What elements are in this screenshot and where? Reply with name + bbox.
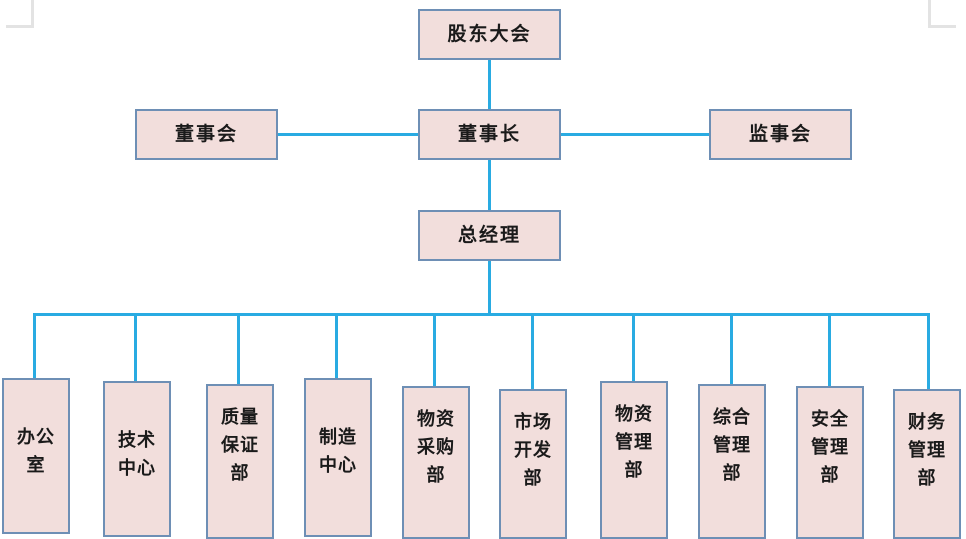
gm-to-bus [488,261,491,315]
department-label-line: 财务 [908,412,946,432]
chairman-to-gm [488,160,491,210]
department-label: 物资管理部 [602,401,666,485]
department-label-line: 市场 [514,412,552,432]
department-label-line: 部 [523,467,543,488]
drop-safety [828,316,831,386]
department-label: 物资采购部 [404,406,468,490]
drop-finance [927,313,930,389]
department-label-line: 管理 [908,439,946,460]
department-label-line: 部 [624,459,644,480]
node-board[interactable]: 董事会 [135,109,278,160]
node-label: 监事会 [748,124,812,145]
department-label-line: 物资 [615,404,653,424]
drop-materials [632,316,635,381]
department-label-line: 开发 [514,439,552,460]
department-safety[interactable]: 安全管理部 [796,386,864,539]
department-label: 财务管理部 [895,409,959,493]
department-label-line: 中心 [319,454,357,475]
node-supervisors[interactable]: 监事会 [709,109,852,160]
department-quality[interactable]: 质量保证部 [206,384,274,539]
node-shareholders[interactable]: 股东大会 [418,9,561,60]
department-label-line: 办公 [17,427,55,447]
department-label-line: 保证 [221,434,259,455]
department-label: 质量保证部 [208,404,272,488]
board-to-chairman [278,133,418,136]
department-label-line: 管理 [713,434,751,455]
drop-general-admin [730,316,733,384]
department-manufacturing[interactable]: 制造中心 [304,378,372,537]
department-label: 办公室 [4,424,68,480]
department-office[interactable]: 办公室 [2,378,70,534]
department-label-line: 管理 [615,431,653,452]
department-label-line: 部 [820,464,840,485]
department-label-line: 室 [26,454,46,475]
department-label: 技术中心 [105,427,169,483]
department-label-line: 物资 [417,409,455,429]
department-label-line: 管理 [811,436,849,457]
department-label-line: 技术 [118,430,156,450]
crop-mark-top-right [922,0,962,28]
department-materials[interactable]: 物资管理部 [600,381,668,539]
drop-tech-center [134,316,137,381]
drop-office [33,313,36,378]
department-label-line: 制造 [319,427,357,447]
department-general-admin[interactable]: 综合管理部 [698,384,766,539]
department-label-line: 部 [426,464,446,485]
crop-mark-top-left [0,0,40,28]
drop-manufacturing [335,316,338,378]
department-label-line: 质量 [221,407,259,427]
node-label: 股东大会 [447,24,532,45]
department-procurement[interactable]: 物资采购部 [402,386,470,539]
node-label: 董事会 [174,124,238,145]
node-gm[interactable]: 总经理 [418,210,561,261]
department-label-line: 部 [230,462,250,483]
node-label: 总经理 [457,225,521,246]
drop-marketing [531,316,534,389]
department-label-line: 安全 [811,409,849,429]
department-label-line: 综合 [713,407,751,427]
shareholders-to-chairman [488,60,491,109]
department-tech-center[interactable]: 技术中心 [103,381,171,537]
department-bus [33,313,930,316]
department-label-line: 中心 [118,457,156,478]
drop-quality [237,316,240,384]
department-finance[interactable]: 财务管理部 [893,389,961,539]
node-chairman[interactable]: 董事长 [418,109,561,160]
department-label-line: 部 [917,467,937,488]
department-marketing[interactable]: 市场开发部 [499,389,567,539]
department-label: 综合管理部 [700,404,764,488]
department-label-line: 部 [722,462,742,483]
chairman-to-supervisors [561,133,709,136]
drop-procurement [433,316,436,386]
department-label-line: 采购 [417,436,455,457]
node-label: 董事长 [457,124,521,145]
department-label: 市场开发部 [501,409,565,493]
department-label: 安全管理部 [798,406,862,490]
department-label: 制造中心 [306,424,370,480]
